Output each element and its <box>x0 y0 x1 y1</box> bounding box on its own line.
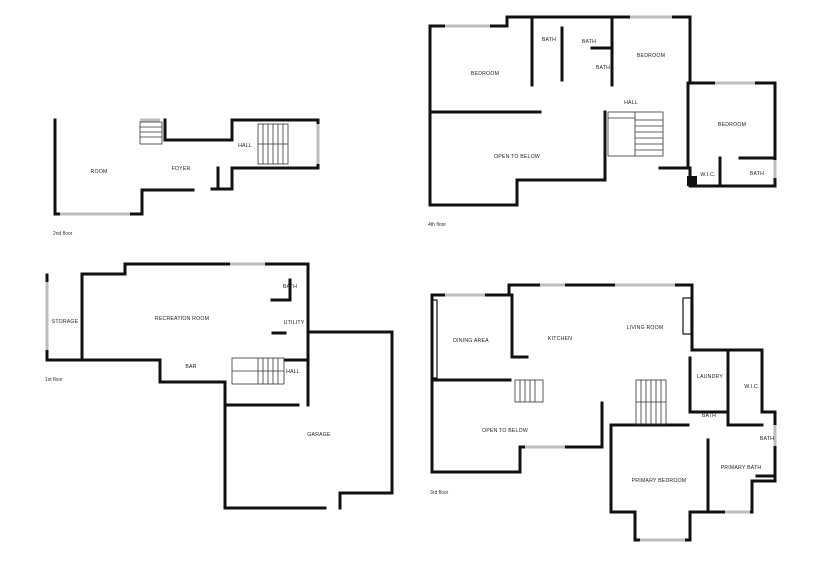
room-label-hall: HALL <box>238 143 252 149</box>
room-label-storage: STORAGE <box>52 319 79 325</box>
room-label-foyer: FOYER <box>172 166 191 172</box>
room-label-open-to-below: OPEN TO BELOW <box>494 154 540 160</box>
room-label-recreation-room: RECREATION ROOM <box>155 316 209 322</box>
room-label-hall: HALL <box>624 100 638 106</box>
room-label-bath-1: BATH <box>542 37 556 43</box>
floor-plan-3rd-floor: DINING AREA KITCHEN LIVING ROOM LAUNDRY … <box>430 283 777 542</box>
room-label-bath-2: BATH <box>760 436 774 442</box>
room-label-bath: BATH <box>283 284 297 290</box>
room-label-bedroom-2: BEDROOM <box>637 53 665 59</box>
floor-caption-2nd: 2nd floor <box>53 231 73 237</box>
room-label-primary-bath: PRIMARY BATH <box>721 465 762 471</box>
room-label-kitchen: KITCHEN <box>548 336 572 342</box>
room-label-utility: UTILITY <box>284 320 305 326</box>
room-label-bath-1: BATH <box>702 413 716 419</box>
room-label-hall: HALL <box>286 369 300 375</box>
floor-plan-1st-floor: BATH STORAGE RECREATION ROOM UTILITY BAR… <box>45 262 394 510</box>
room-label-wic: W.I.C. <box>700 172 715 178</box>
room-label-living-room: LIVING ROOM <box>627 325 664 331</box>
room-label-dining-area: DINING AREA <box>453 338 489 344</box>
room-label-bar: BAR <box>185 364 196 370</box>
floor-caption-4th: 4th floor <box>428 222 446 228</box>
room-label-bedroom-3: BEDROOM <box>718 122 746 128</box>
room-label-room: ROOM <box>91 169 108 175</box>
room-label-bath-3: BATH <box>596 65 610 71</box>
floor-caption-3rd: 3rd floor <box>430 490 449 496</box>
room-label-laundry: LAUNDRY <box>697 374 723 380</box>
floor-caption-1st: 1st floor <box>45 377 63 383</box>
room-label-wic: W.I.C. <box>744 384 759 390</box>
floor-plan-4th-floor: BATH BATH BEDROOM BEDROOM BATH HALL BEDR… <box>428 15 777 228</box>
floor-plan-2nd-floor: ROOM FOYER HALL 2nd floor <box>53 118 320 237</box>
room-label-garage: GARAGE <box>307 432 331 438</box>
room-label-bath-2: BATH <box>582 39 596 45</box>
room-label-bath-4: BATH <box>750 171 764 177</box>
room-label-bedroom-1: BEDROOM <box>471 71 499 77</box>
room-label-open-to-below: OPEN TO BELOW <box>482 428 528 434</box>
room-label-primary-bedroom: PRIMARY BEDROOM <box>632 478 687 484</box>
